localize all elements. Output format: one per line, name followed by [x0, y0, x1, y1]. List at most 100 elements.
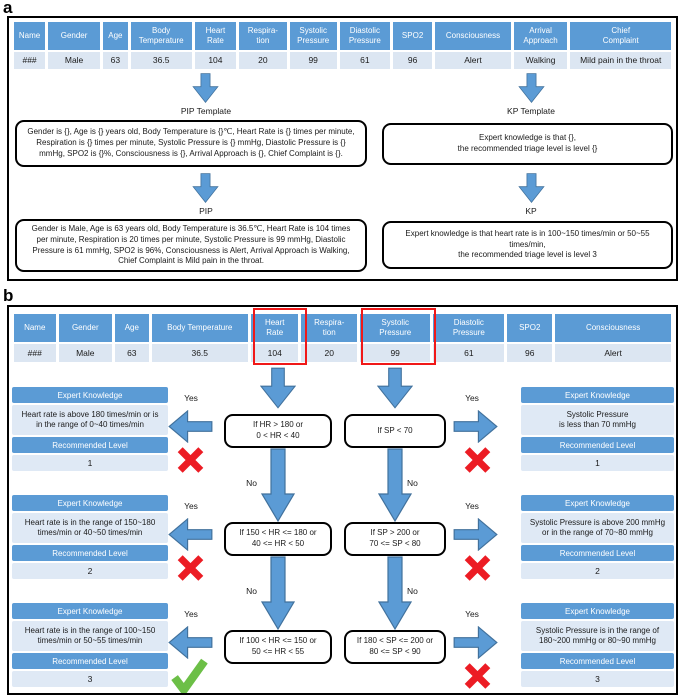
expert-knowledge-text: Systolic Pressure is in the range of 180…: [521, 621, 674, 651]
col-header-gender: Gender: [48, 22, 101, 50]
col-header-arrival-approach: Arrival Approach: [513, 22, 568, 50]
hr-condition-box-3: If 100 < HR <= 150 or 50 <= HR < 55: [224, 630, 332, 664]
col-header-name: Name: [14, 314, 56, 342]
value-diastolic-pressure: 61: [433, 344, 505, 362]
table-a-header-row: Name Gender Age Body Temperature Heart R…: [14, 22, 672, 50]
value-consciousness: Alert: [555, 344, 671, 362]
right-arrow-icon: [453, 410, 498, 443]
pip-label: PIP: [199, 206, 213, 216]
value-gender: Male: [48, 52, 101, 69]
col-header-systolic-pressure: Systolic Pressure: [360, 314, 431, 342]
down-arrow-icon: [518, 173, 545, 203]
col-header-spo2: SPO2: [507, 314, 553, 342]
hr-condition-box-2: If 150 < HR <= 180 or 40 <= HR < 50: [224, 522, 332, 556]
flow-row-level-1: Expert Knowledge Heart rate is above 180…: [9, 387, 680, 473]
down-arrow-icon: [192, 173, 219, 203]
recommended-level-value: 1: [521, 455, 674, 471]
expert-knowledge-text: Heart rate is above 180 times/min or is …: [12, 405, 168, 435]
expert-knowledge-header: Expert Knowledge: [521, 603, 674, 619]
recommended-level-header: Recommended Level: [521, 653, 674, 669]
col-header-respiration: Respira- tion: [239, 22, 287, 50]
recommended-level-value: 3: [12, 671, 168, 687]
col-header-consciousness: Consciousness: [555, 314, 671, 342]
col-header-systolic-pressure: Systolic Pressure: [289, 22, 337, 50]
down-arrow-icon: [518, 73, 545, 103]
col-header-heart-rate: Heart Rate: [250, 314, 299, 342]
left-arrow-icon: [168, 626, 213, 659]
col-header-body-temperature: Body Temperature: [151, 314, 248, 342]
col-header-diastolic-pressure: Diastolic Pressure: [339, 22, 390, 50]
value-arrival-approach: Walking: [513, 52, 568, 69]
right-arrow-icon: [453, 626, 498, 659]
expert-knowledge-text: Heart rate is in the range of 100~150 ti…: [12, 621, 168, 651]
systolic-pressure-highlight-box: [361, 308, 436, 365]
col-header-respiration: Respira- tion: [301, 314, 358, 342]
col-header-name: Name: [14, 22, 46, 50]
no-label: No: [407, 586, 418, 596]
col-header-diastolic-pressure: Diastolic Pressure: [433, 314, 505, 342]
expert-knowledge-header: Expert Knowledge: [12, 387, 168, 403]
recommended-level-header: Recommended Level: [12, 437, 168, 453]
recommended-level-value: 2: [12, 563, 168, 579]
kp-label: KP: [525, 206, 537, 216]
yes-label: Yes: [184, 501, 198, 511]
yes-label: Yes: [465, 393, 479, 403]
flow-row-level-3: Expert Knowledge Heart rate is in the ra…: [9, 603, 680, 689]
col-header-heart-rate: Heart Rate: [194, 22, 237, 50]
col-header-spo2: SPO2: [392, 22, 433, 50]
yes-label: Yes: [465, 609, 479, 619]
value-name: ###: [14, 52, 46, 69]
value-spo2: 96: [392, 52, 433, 69]
flow-connector-2: No No: [9, 556, 680, 630]
recommended-level-header: Recommended Level: [12, 653, 168, 669]
value-name: ###: [14, 344, 56, 362]
expert-knowledge-header: Expert Knowledge: [521, 495, 674, 511]
cross-icon: [462, 661, 493, 691]
panel-b-frame: Name Gender Age Body Temperature Heart R…: [7, 305, 678, 695]
sp-condition-box-1: If SP < 70: [344, 414, 446, 448]
value-systolic-pressure: 99: [360, 344, 431, 362]
vitals-table-b: Name Gender Age Body Temperature Heart R…: [14, 314, 671, 362]
sp-result-table-3: Expert Knowledge Systolic Pressure is in…: [521, 603, 674, 687]
no-label: No: [246, 478, 257, 488]
expert-knowledge-text: Systolic Pressure is less than 70 mmHg: [521, 405, 674, 435]
col-header-consciousness: Consciousness: [435, 22, 511, 50]
expert-knowledge-header: Expert Knowledge: [12, 495, 168, 511]
right-arrow-icon: [453, 518, 498, 551]
value-diastolic-pressure: 61: [339, 52, 390, 69]
col-header-age: Age: [115, 314, 149, 342]
hr-result-table-3: Expert Knowledge Heart rate is in the ra…: [12, 603, 168, 687]
sp-condition-box-3: If 180 < SP <= 200 or 80 <= SP < 90: [344, 630, 446, 664]
hr-result-table-2: Expert Knowledge Heart rate is in the ra…: [12, 495, 168, 579]
pip-box: Gender is Male, Age is 63 years old, Bod…: [15, 219, 367, 272]
sp-condition-box-2: If SP > 200 or 70 <= SP < 80: [344, 522, 446, 556]
value-age: 63: [103, 52, 128, 69]
yes-label: Yes: [184, 609, 198, 619]
col-header-chief-complaint: Chief Complaint: [570, 22, 672, 50]
table-b-header-row: Name Gender Age Body Temperature Heart R…: [14, 314, 671, 342]
recommended-level-value: 1: [12, 455, 168, 471]
value-respiration: 20: [239, 52, 287, 69]
value-age: 63: [115, 344, 149, 362]
pip-template-label: PIP Template: [180, 106, 232, 116]
value-chief-complaint: Mild pain in the throat: [570, 52, 672, 69]
value-consciousness: Alert: [435, 52, 511, 69]
no-label: No: [246, 586, 257, 596]
expert-knowledge-header: Expert Knowledge: [12, 603, 168, 619]
kp-template-label: KP Template: [507, 106, 555, 116]
value-systolic-pressure: 99: [289, 52, 337, 69]
kp-box: Expert knowledge is that heart rate is i…: [382, 221, 673, 269]
recommended-level-value: 2: [521, 563, 674, 579]
yes-label: Yes: [465, 501, 479, 511]
value-heart-rate: 104: [250, 344, 299, 362]
panel-a-frame: Name Gender Age Body Temperature Heart R…: [7, 16, 678, 281]
left-arrow-icon: [168, 410, 213, 443]
col-header-body-temperature: Body Temperature: [130, 22, 192, 50]
left-arrow-icon: [168, 518, 213, 551]
flow-row-level-2: Expert Knowledge Heart rate is in the ra…: [9, 495, 680, 581]
col-header-gender: Gender: [58, 314, 113, 342]
col-header-age: Age: [103, 22, 128, 50]
recommended-level-header: Recommended Level: [521, 437, 674, 453]
value-body-temperature: 36.5: [151, 344, 248, 362]
expert-knowledge-header: Expert Knowledge: [521, 387, 674, 403]
